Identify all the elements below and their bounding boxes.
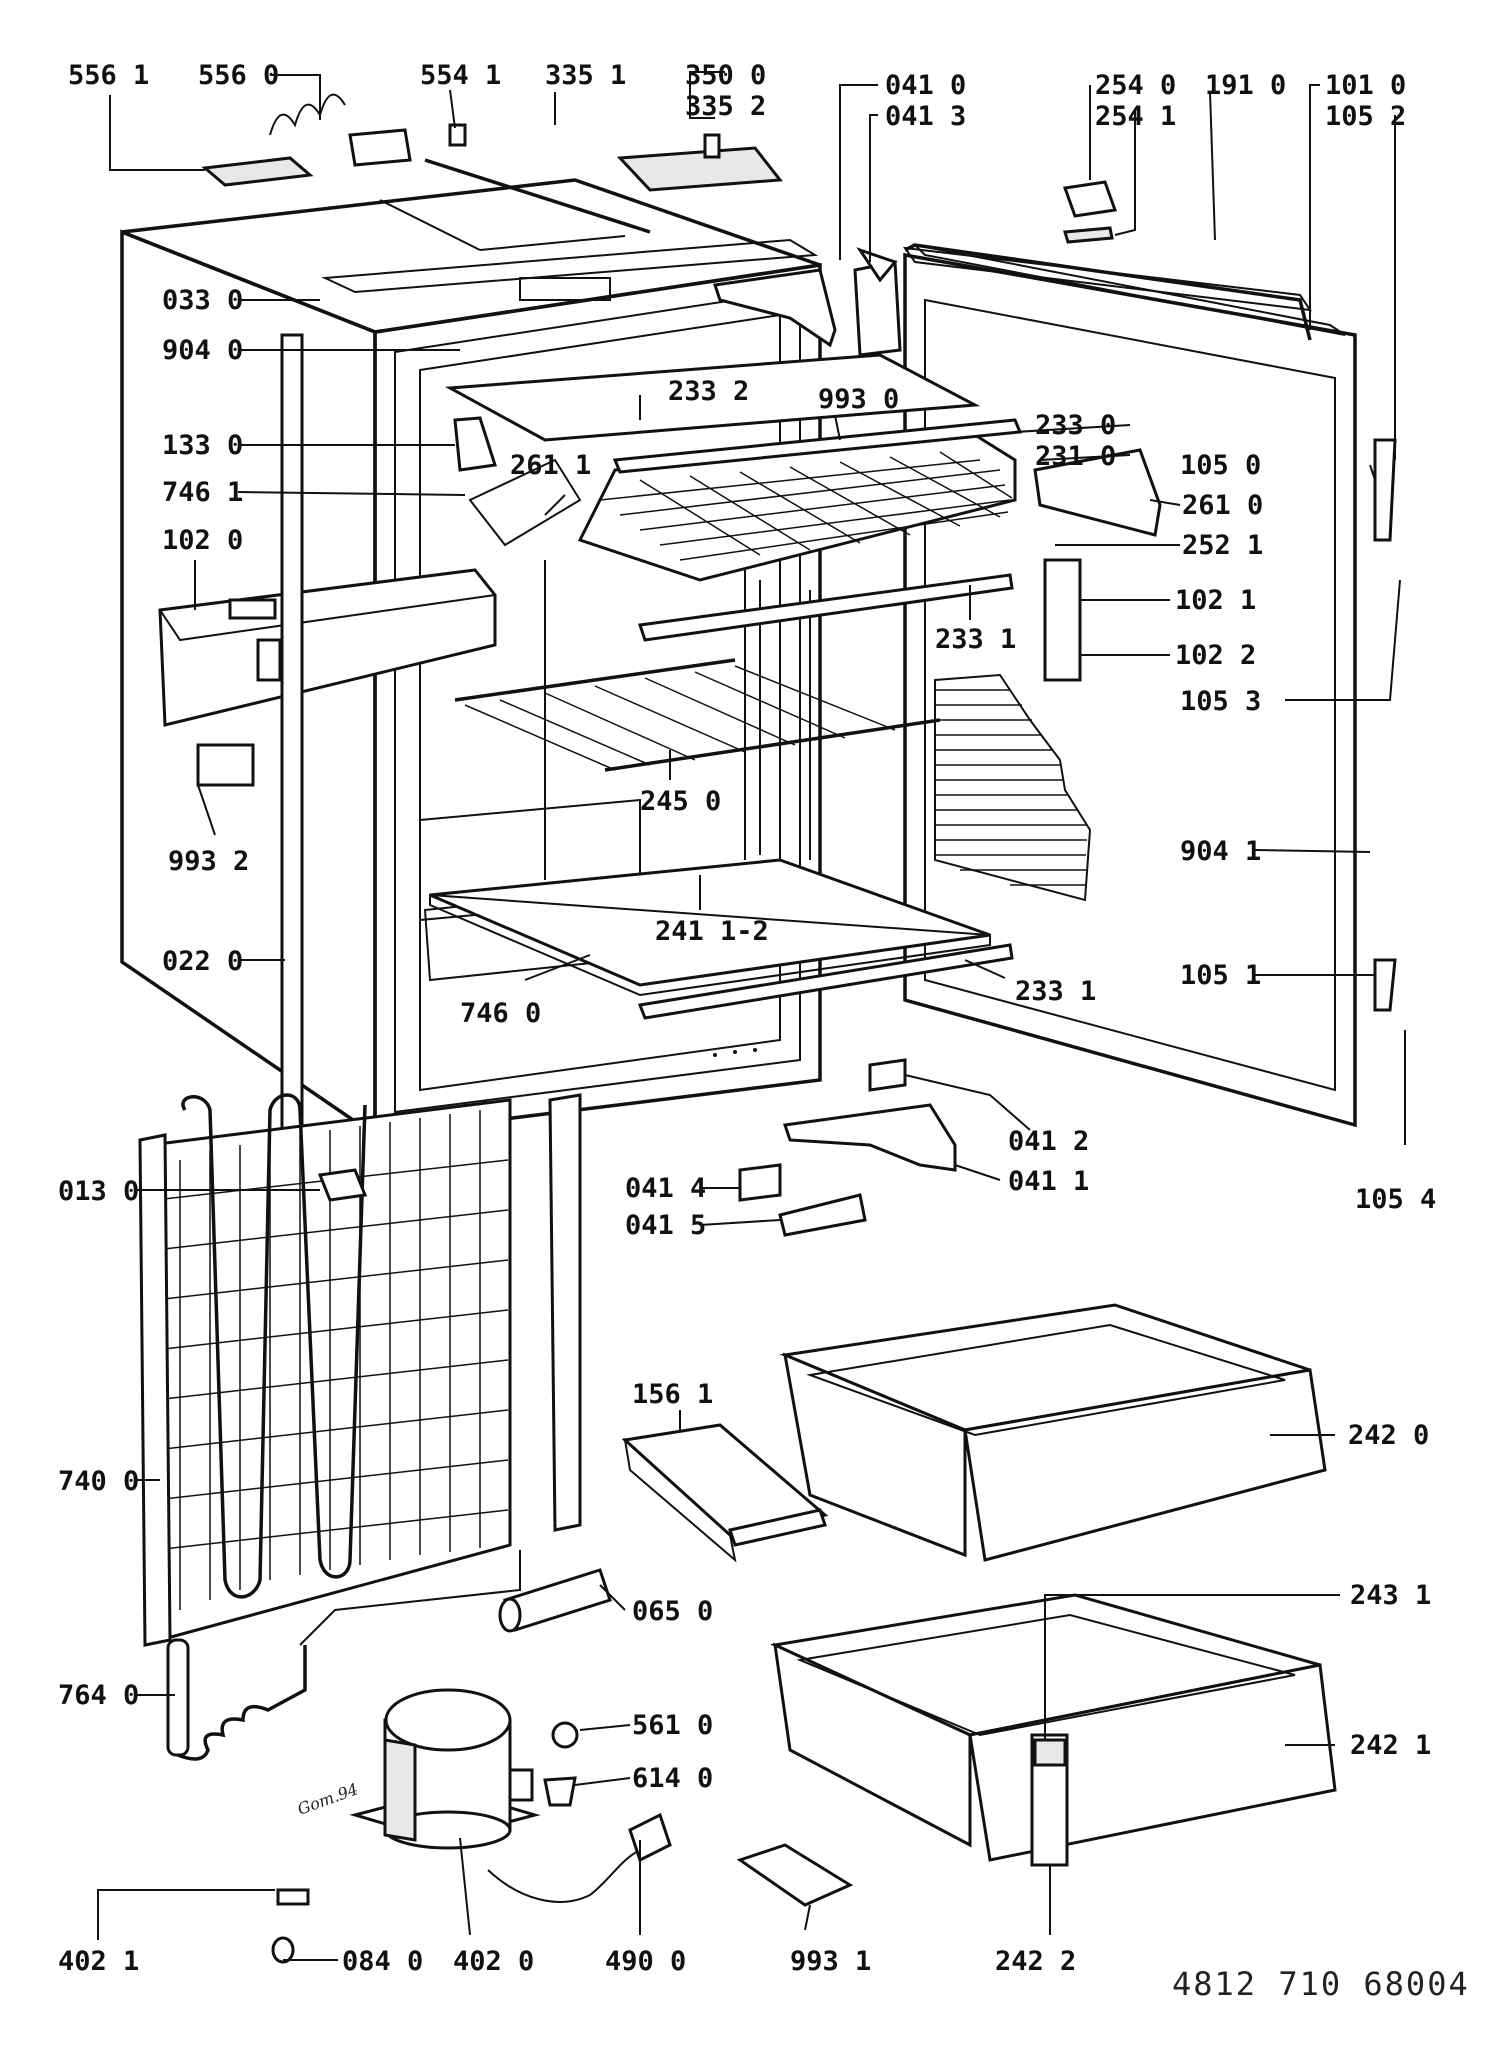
callout-label: 101 0 bbox=[1325, 70, 1406, 101]
callout-label: 254 1 bbox=[1095, 101, 1176, 132]
glass-shelf bbox=[429, 858, 991, 997]
callout-label: 084 0 bbox=[342, 1946, 423, 1977]
callout-label: 041 0 bbox=[885, 70, 966, 101]
callout-label: 245 0 bbox=[640, 786, 721, 817]
callout-label: 041 2 bbox=[1008, 1126, 1089, 1157]
wire-shelf bbox=[454, 658, 941, 772]
drawer-top bbox=[779, 1303, 1327, 1562]
callout-label: 041 3 bbox=[885, 101, 966, 132]
callout-label: 554 1 bbox=[420, 60, 501, 91]
callout-label: 041 1 bbox=[1008, 1166, 1089, 1197]
callout-label: 335 1 bbox=[545, 60, 626, 91]
callout-label: 561 0 bbox=[632, 1710, 713, 1741]
handwritten-note: Gom.94 bbox=[295, 1779, 361, 1818]
callout-label: 105 3 bbox=[1180, 686, 1261, 717]
compressor bbox=[349, 1688, 541, 1850]
callout-label: 402 0 bbox=[453, 1946, 534, 1977]
callout-label: 261 1 bbox=[510, 450, 591, 481]
callout-label: 746 1 bbox=[162, 477, 243, 508]
callout-label: 191 0 bbox=[1205, 70, 1286, 101]
callout-label: 105 0 bbox=[1180, 450, 1261, 481]
top-hinge bbox=[713, 247, 902, 357]
callout-label: 041 5 bbox=[625, 1210, 706, 1241]
callout-label: 231 0 bbox=[1035, 441, 1116, 472]
callout-label: 254 0 bbox=[1095, 70, 1176, 101]
callout-label: 065 0 bbox=[632, 1596, 713, 1627]
part-callouts: 556 1 556 0 554 1 335 1 350 0 335 2 041 … bbox=[58, 60, 1436, 1977]
callout-label: 013 0 bbox=[58, 1176, 139, 1207]
door bbox=[902, 243, 1357, 1128]
callout-label: 490 0 bbox=[605, 1946, 686, 1977]
callout-label: 261 0 bbox=[1182, 490, 1263, 521]
callout-label: 614 0 bbox=[632, 1763, 713, 1794]
callout-label: 904 0 bbox=[162, 335, 243, 366]
callout-label: 993 2 bbox=[168, 846, 249, 877]
callout-label: 102 1 bbox=[1175, 585, 1256, 616]
callout-label: 233 1 bbox=[935, 624, 1016, 655]
callout-label: 402 1 bbox=[58, 1946, 139, 1977]
callout-label: 033 0 bbox=[162, 285, 243, 316]
callout-label: 102 2 bbox=[1175, 640, 1256, 671]
thermostat-board bbox=[616, 133, 783, 192]
callout-label: 993 0 bbox=[818, 384, 899, 415]
callout-label: 105 1 bbox=[1180, 960, 1261, 991]
callout-label: 243 1 bbox=[1350, 1580, 1431, 1611]
callout-label: 233 1 bbox=[1015, 976, 1096, 1007]
callout-label: 233 2 bbox=[668, 376, 749, 407]
callout-label: 102 0 bbox=[162, 525, 243, 556]
callout-label: 335 2 bbox=[685, 91, 766, 122]
callout-label: 252 1 bbox=[1182, 530, 1263, 561]
top-cover-556 bbox=[201, 93, 467, 187]
leader-lines bbox=[97, 71, 1406, 1961]
callout-label: 105 2 bbox=[1325, 101, 1406, 132]
callout-label: 105 4 bbox=[1355, 1184, 1436, 1215]
callout-label: 133 0 bbox=[162, 430, 243, 461]
evaporator-plate bbox=[444, 353, 1017, 582]
callout-label: 242 1 bbox=[1350, 1730, 1431, 1761]
callout-label: 556 1 bbox=[68, 60, 149, 91]
ice-tray bbox=[621, 1423, 829, 1563]
callout-label: 242 0 bbox=[1348, 1420, 1429, 1451]
callout-label: 022 0 bbox=[162, 946, 243, 977]
condenser bbox=[138, 1093, 582, 1647]
document-number: 4812 710 68004 bbox=[1172, 1965, 1470, 2003]
callout-label: 746 0 bbox=[460, 998, 541, 1029]
filter-drier bbox=[166, 1550, 521, 1761]
callout-label: 764 0 bbox=[58, 1680, 139, 1711]
drawer-bottom bbox=[769, 1593, 1337, 1867]
callout-label: 156 1 bbox=[632, 1379, 713, 1410]
callout-label: 556 0 bbox=[198, 60, 279, 91]
callout-label: 993 1 bbox=[790, 1946, 871, 1977]
callout-label: 241 1-2 bbox=[655, 916, 769, 947]
callout-label: 350 0 bbox=[685, 60, 766, 91]
callout-label: 041 4 bbox=[625, 1173, 706, 1204]
lamp-housing bbox=[158, 568, 497, 727]
callout-label: 242 2 bbox=[995, 1946, 1076, 1977]
callout-label: 233 0 bbox=[1035, 410, 1116, 441]
callout-label: 904 1 bbox=[1180, 836, 1261, 867]
callout-label: 740 0 bbox=[58, 1466, 139, 1497]
door-insulation bbox=[934, 673, 1092, 902]
diagram-artwork: Gom.94 bbox=[120, 93, 1397, 1964]
